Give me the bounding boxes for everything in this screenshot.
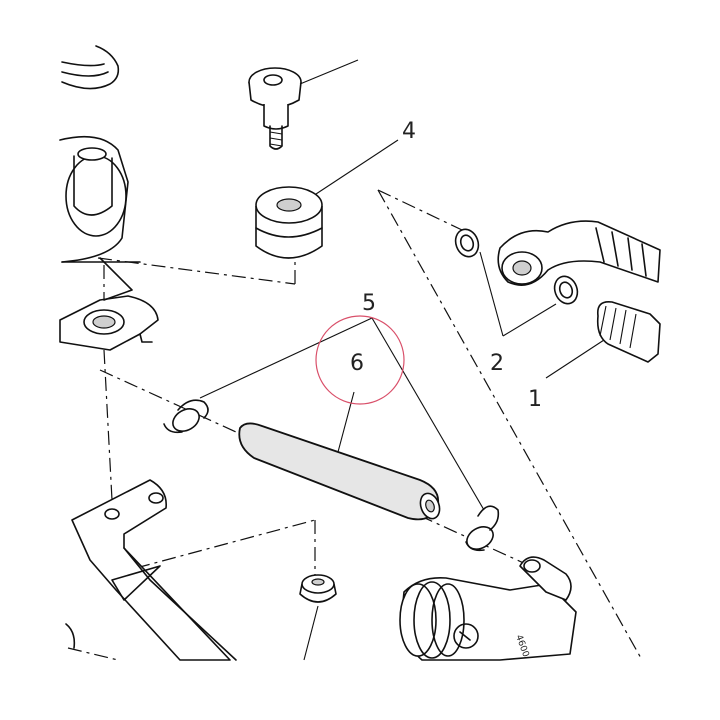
- fuel-pump-body: 4600: [399, 556, 577, 661]
- hose-clamp-left: [163, 399, 209, 434]
- callout-5: 5: [362, 291, 376, 316]
- callout-6: 6: [350, 351, 364, 376]
- fuel-tank-canister: [59, 45, 141, 263]
- callout-2: 2: [490, 351, 504, 376]
- callout-labels: 1 2 4 5 6: [350, 119, 542, 412]
- rubber-grommet: [255, 139, 399, 259]
- hose-clamp-right: [465, 505, 500, 552]
- callout-4: 4: [402, 119, 416, 144]
- fuel-hose: [238, 422, 441, 521]
- callout-1: 1: [528, 387, 542, 412]
- callout-leaders: [199, 317, 485, 511]
- highlight-circle: [315, 315, 405, 405]
- hex-nut: [299, 574, 337, 661]
- banjo-fitting-assembly: [454, 220, 661, 379]
- bolt-top: [248, 59, 359, 150]
- mounting-bracket: [59, 257, 159, 351]
- lower-bracket: [65, 479, 237, 661]
